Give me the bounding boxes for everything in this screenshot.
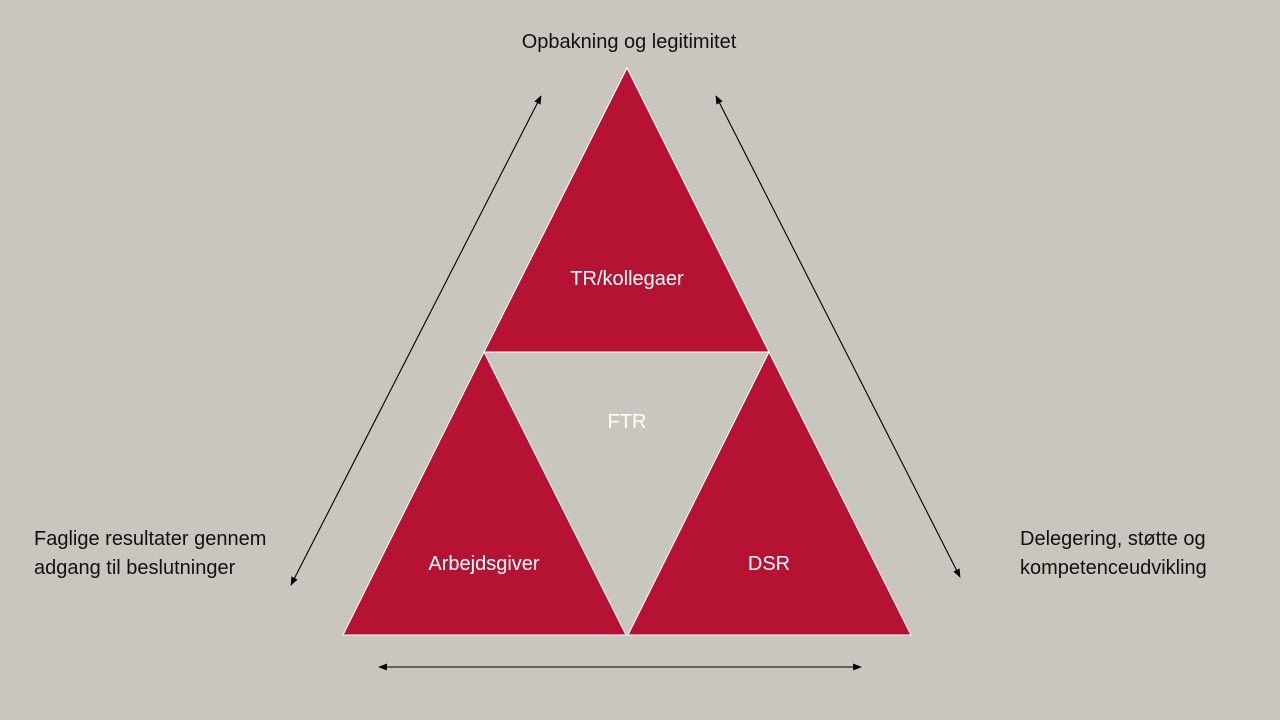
right-label-line-2: kompetenceudvikling bbox=[1020, 557, 1207, 579]
triangle-bottom-left bbox=[342, 350, 627, 636]
right-label: Delegering, støtte og kompetenceudviklin… bbox=[1020, 525, 1207, 583]
right-double-arrow bbox=[715, 95, 961, 578]
triangle-center-label: FTR bbox=[608, 411, 647, 433]
triangle-bottom-left-label: Arbejdsgiver bbox=[428, 553, 540, 575]
right-label-line-1: Delegering, støtte og bbox=[1020, 528, 1206, 550]
left-label-line-1: Faglige resultater gennem bbox=[34, 528, 267, 550]
left-double-arrow bbox=[290, 95, 542, 586]
top-label: Opbakning og legitimitet bbox=[521, 31, 737, 53]
left-label-line-2: adgang til beslutninger bbox=[34, 557, 236, 579]
triangle-top-label: TR/kollegaer bbox=[570, 268, 684, 290]
triangle-bottom-right bbox=[627, 350, 912, 636]
left-label: Faglige resultater gennem adgang til bes… bbox=[34, 525, 266, 583]
triangle-bottom-right-label: DSR bbox=[748, 553, 790, 575]
triangle-top bbox=[483, 66, 770, 353]
